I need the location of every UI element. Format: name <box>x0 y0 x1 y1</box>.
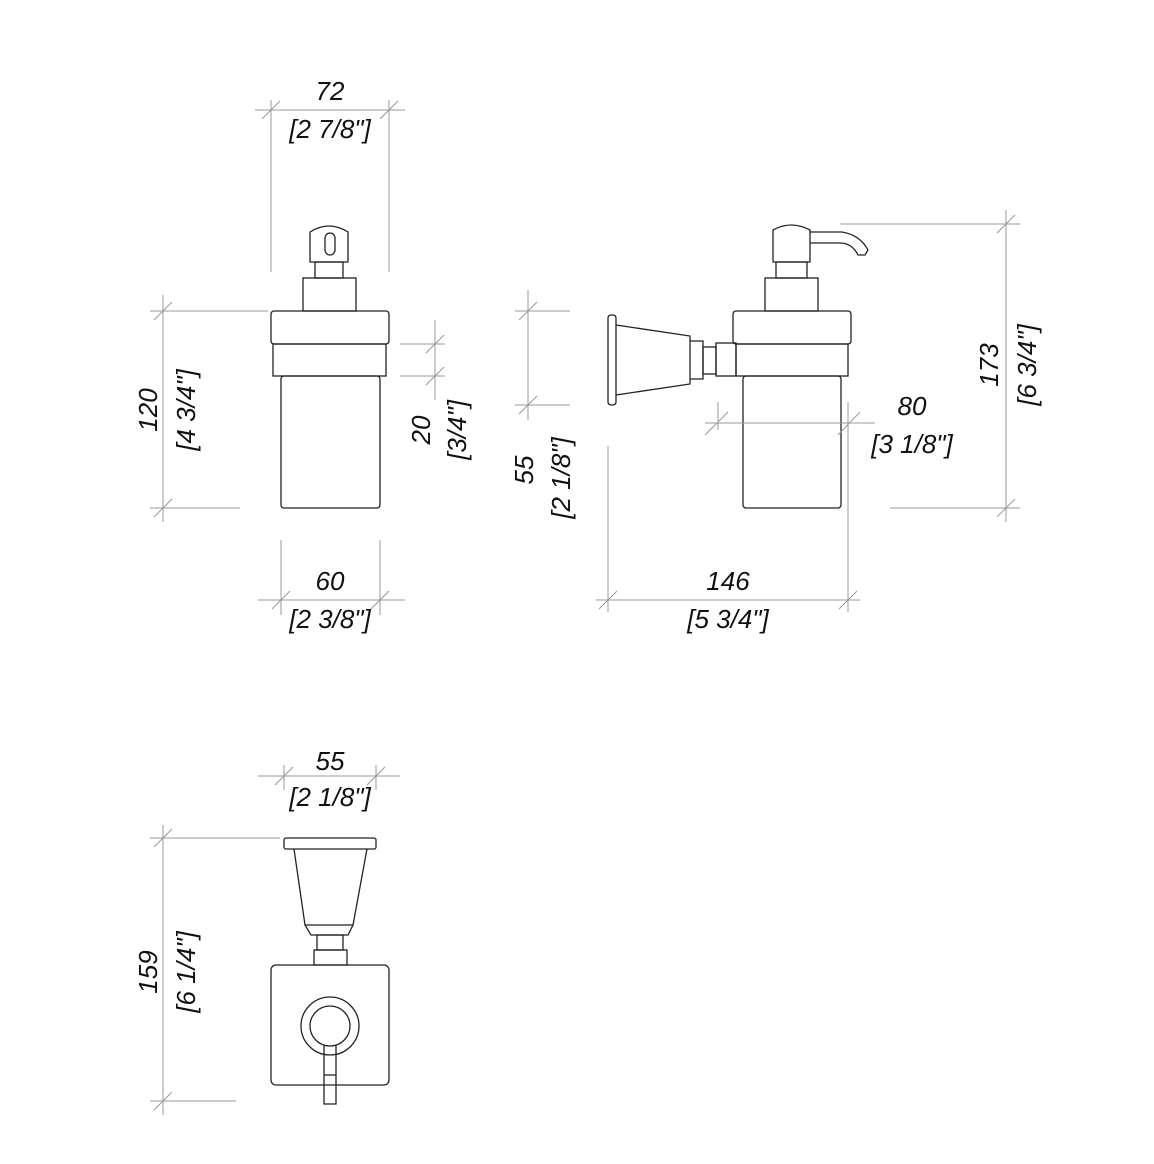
front-ring-mm: 20 <box>406 415 436 445</box>
front-width-top-mm: 72 <box>316 76 345 106</box>
front-width-bottom-in: [2 3/8"] <box>288 604 371 634</box>
bottom-length-mm: 159 <box>133 950 163 993</box>
bottom-view-outline <box>270 837 390 1105</box>
side-bracket-height-mm: 55 <box>509 455 539 484</box>
front-height-mm: 120 <box>133 388 163 432</box>
bottom-plate-width-in: [2 1/8"] <box>288 782 371 812</box>
side-bracket-height-in: [2 1/8"] <box>546 436 576 519</box>
side-view: 55 [2 1/8"] 80 [3 1/8"] 173 [6 3/4"] 146… <box>509 210 1042 634</box>
side-view-outline <box>607 224 869 509</box>
bottom-length-in: [6 1/4"] <box>171 930 201 1013</box>
side-depth-in: [5 3/4"] <box>686 604 769 634</box>
front-width-top-in: [2 7/8"] <box>288 114 371 144</box>
front-view-outline <box>270 225 390 509</box>
side-body-width-in: [3 1/8"] <box>870 429 953 459</box>
front-view-dimensions <box>150 100 445 615</box>
bottom-plate-width-mm: 55 <box>316 746 345 776</box>
bottom-view: 55 [2 1/8"] 159 [6 1/4"] <box>133 746 400 1115</box>
side-total-height-in: [6 3/4"] <box>1012 323 1042 406</box>
front-view: 72 [2 7/8"] 120 [4 3/4"] 20 [3/4"] 60 [2… <box>133 76 472 634</box>
side-body-width-mm: 80 <box>898 391 927 421</box>
side-view-dimensions <box>515 210 1020 612</box>
side-total-height-mm: 173 <box>974 343 1004 387</box>
front-height-in: [4 3/4"] <box>171 368 201 451</box>
front-width-bottom-mm: 60 <box>316 566 345 596</box>
side-depth-mm: 146 <box>706 566 750 596</box>
front-ring-in: [3/4"] <box>442 399 472 461</box>
bottom-view-dimensions <box>150 765 400 1115</box>
